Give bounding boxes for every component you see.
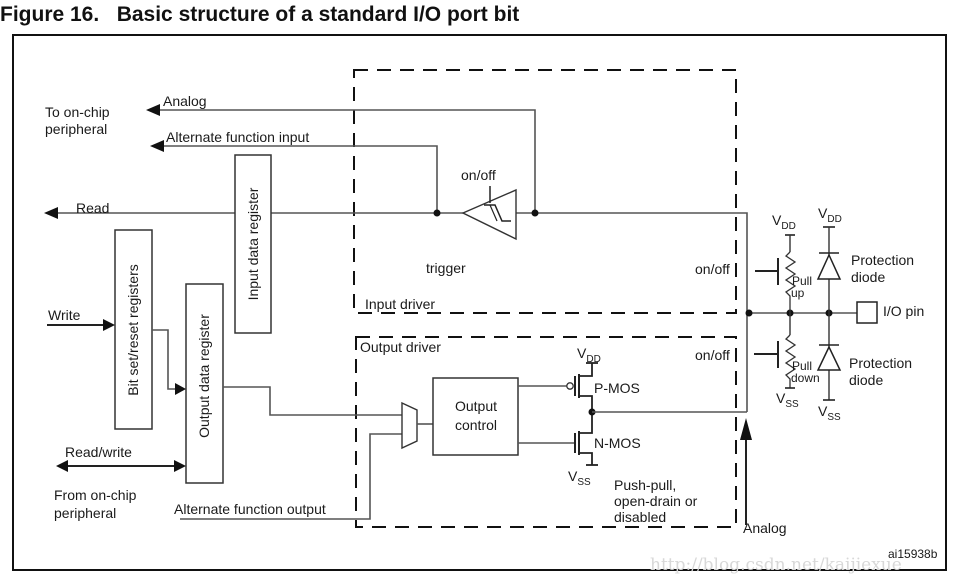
diode-vss-label: VSS: [818, 403, 841, 423]
read-write-label: Read/write: [65, 444, 132, 460]
mode-note-1: Push-pull,: [614, 477, 676, 493]
to-peripheral-label-2: peripheral: [45, 121, 107, 137]
output-data-register: [185, 283, 224, 484]
alt-func-input-label: Alternate function input: [166, 129, 309, 145]
alt-func-input-wire: [162, 145, 438, 213]
figure-id-label: ai15938b: [888, 547, 938, 561]
bit-set-reset-registers: [114, 229, 153, 430]
bsrr-to-odr-wire: [152, 329, 178, 390]
junction-dot: [745, 309, 753, 317]
figure-frame: [12, 34, 947, 571]
input-data-register: [234, 154, 272, 334]
odr-to-mux-wire: [223, 386, 402, 416]
protection-diode-up-icon: [816, 226, 842, 313]
pull-down-label-2: down: [791, 371, 820, 385]
write-label: Write: [48, 307, 81, 323]
mode-note-3: disabled: [614, 509, 666, 525]
mode-note-2: open-drain or: [614, 493, 698, 509]
pull-up-label-2: up: [791, 286, 805, 300]
input-driver-label: Input driver: [365, 296, 435, 312]
io-pin-label: I/O pin: [883, 303, 924, 319]
nmos-transistor-icon: [574, 412, 598, 466]
trigger-onoff-label: on/off: [461, 167, 496, 183]
watermark-text: http://blog.csdn.net/kaijiexue: [650, 555, 902, 575]
output-driver-box: [355, 336, 737, 528]
bit-set-reset-label: Bit set/reset registers: [125, 264, 141, 396]
read-write-right-arrow-icon: [174, 460, 186, 472]
input-path-wire: [515, 212, 748, 412]
alt-func-output-label: Alternate function output: [174, 501, 326, 517]
figure-title: Figure 16. Basic structure of a standard…: [0, 3, 520, 26]
protection-diode-up-label-1: Protection: [851, 252, 914, 268]
alt-func-input-arrow-icon: [150, 140, 164, 152]
analog-arrow-icon: [146, 104, 160, 116]
output-control-label-1: Output: [455, 398, 497, 414]
bsrr-arrow-icon: [175, 383, 186, 395]
protection-diode-down-label-1: Protection: [849, 355, 912, 371]
pmos-label: P-MOS: [594, 380, 640, 396]
pull-down-vss-label: VSS: [776, 390, 799, 410]
io-pin-icon[interactable]: [856, 301, 878, 324]
input-data-register-label: Input data register: [245, 187, 261, 300]
output-driver-label: Output driver: [360, 339, 441, 355]
diode-vdd-label: VDD: [818, 205, 842, 225]
pull-up-label-1: Pull: [792, 274, 812, 288]
protection-diode-up-label-2: diode: [851, 269, 885, 285]
pull-down-resistor-icon: [754, 313, 797, 389]
read-write-left-arrow-icon: [56, 460, 68, 472]
to-peripheral-label-1: To on-chip: [45, 104, 110, 120]
from-peripheral-label-2: peripheral: [54, 505, 116, 521]
nmos-label: N-MOS: [594, 435, 641, 451]
output-control-label-2: control: [455, 417, 497, 433]
protection-diode-down-icon: [816, 313, 842, 401]
write-arrow-icon: [103, 319, 115, 331]
nmos-vss-label: VSS: [568, 468, 591, 488]
trigger-label: trigger: [426, 260, 466, 276]
pmos-transistor-icon: [574, 362, 598, 412]
analog-output-label: Analog: [743, 520, 787, 536]
input-driver-box: [353, 69, 737, 314]
analog-input-label: Analog: [163, 93, 207, 109]
pull-up-onoff-label: on/off: [695, 261, 730, 277]
pull-up-vdd-label: VDD: [772, 212, 796, 232]
output-control-block: [432, 377, 519, 456]
protection-diode-down-label-2: diode: [849, 372, 883, 388]
pmos-bubble-icon: [566, 382, 574, 390]
junction-dot: [531, 209, 539, 217]
read-arrow-icon: [44, 207, 58, 219]
pull-up-resistor-icon: [755, 234, 797, 313]
junction-dot: [433, 209, 441, 217]
analog-up-arrow-icon: [740, 418, 752, 440]
output-data-register-label: Output data register: [196, 314, 212, 438]
pmos-vdd-label: VDD: [577, 345, 601, 365]
pull-down-label-1: Pull: [792, 359, 812, 373]
read-label: Read: [76, 200, 109, 216]
from-peripheral-label-1: From on-chip: [54, 487, 137, 503]
pull-down-onoff-label: on/off: [695, 347, 730, 363]
multiplexer-icon: [401, 401, 418, 450]
analog-input-wire: [158, 109, 536, 213]
alt-func-output-wire: [180, 433, 402, 520]
